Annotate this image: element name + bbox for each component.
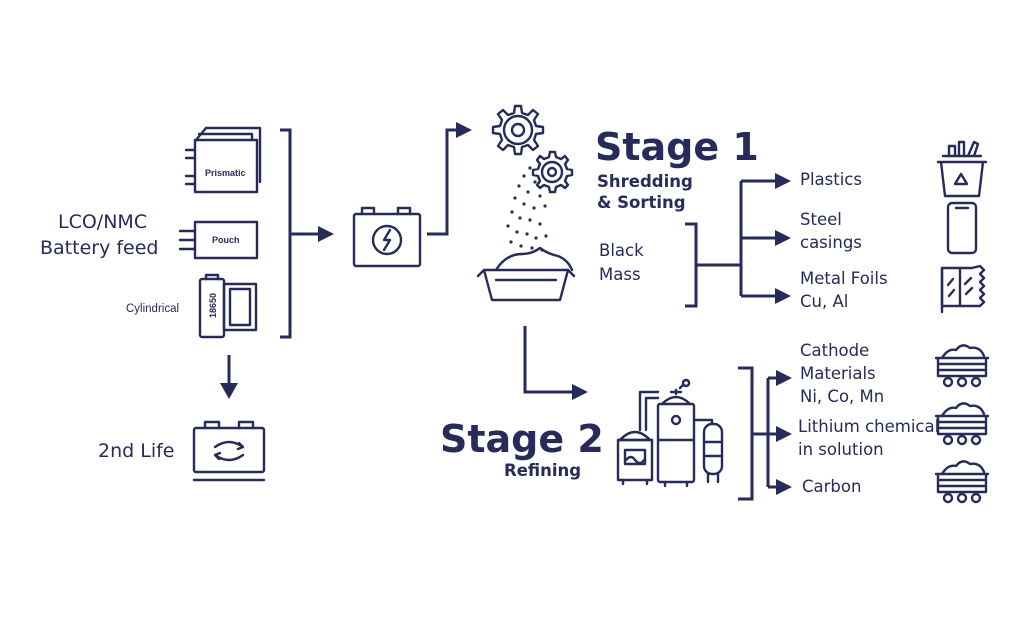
cylindrical-cell-icon: 18650 <box>198 273 258 339</box>
stage1-bracket <box>685 222 698 308</box>
carbon-label: Carbon <box>802 477 861 496</box>
cylindrical-code: 18650 <box>208 293 218 318</box>
mine-cart-icon <box>934 402 990 446</box>
second-life-battery-icon <box>192 420 266 482</box>
stage2-bracket <box>738 366 754 501</box>
steel-label-line2: casings <box>800 233 862 252</box>
stage1-branch-connector <box>696 179 776 298</box>
cathode-label-line2: Materials <box>800 364 876 383</box>
cathode-label-line1: Cathode <box>800 341 869 360</box>
second-life-arrowhead <box>220 383 238 399</box>
feed-label-line1: LCO/NMC <box>58 211 147 233</box>
stage1-to-stage2-arrowhead <box>572 384 588 400</box>
plastics-arrowhead <box>775 173 791 189</box>
stage1-to-stage2-connector <box>523 326 574 394</box>
cylindrical-label: Cylindrical <box>126 303 179 315</box>
steel-casing-icon <box>946 201 978 255</box>
prismatic-cell-icon: Prismatic <box>184 126 262 194</box>
second-life-label: 2nd Life <box>98 440 174 462</box>
foils-label-line1: Metal Foils <box>800 269 888 288</box>
foils-arrowhead <box>775 288 791 304</box>
module-to-stage1-connector <box>427 128 458 236</box>
stage2-title: Stage 2 <box>440 417 604 461</box>
steel-arrowhead <box>775 230 791 246</box>
lithium-label-line1: Lithium chemical <box>798 417 939 436</box>
feed-bracket <box>280 128 292 339</box>
shredded-particles <box>506 166 548 252</box>
recycling-bin-icon <box>936 140 988 198</box>
module-to-stage1-arrowhead <box>456 122 472 138</box>
lithium-arrowhead <box>776 426 792 442</box>
stage1-title: Stage 1 <box>595 125 759 169</box>
shredder-gears-icon <box>491 104 574 194</box>
feed-to-module-arrowhead <box>318 226 334 242</box>
refinery-plant-icon <box>616 378 724 488</box>
black-mass-tray-icon <box>476 246 576 302</box>
foils-label-line2: Cu, Al <box>800 292 848 311</box>
black-mass-label-line1: Black <box>599 241 644 260</box>
stage1-subtitle-line1: Shredding <box>597 172 693 191</box>
black-mass-label-line2: Mass <box>599 265 641 284</box>
carbon-arrowhead <box>776 479 792 495</box>
plastics-label: Plastics <box>800 170 862 189</box>
cathode-arrowhead <box>776 370 792 386</box>
cathode-label-line3: Ni, Co, Mn <box>800 387 884 406</box>
lithium-label-line2: in solution <box>798 440 884 459</box>
battery-module-icon <box>352 206 422 268</box>
stage2-branch-connector <box>752 376 777 489</box>
mine-cart-icon <box>934 460 990 504</box>
mine-cart-icon <box>934 344 990 388</box>
pouch-label: Pouch <box>212 235 240 245</box>
steel-label-line1: Steel <box>800 210 842 229</box>
prismatic-label: Prismatic <box>205 168 246 178</box>
pouch-cell-icon: Pouch <box>178 220 259 260</box>
feed-label-line2: Battery feed <box>40 237 159 259</box>
foil-roll-icon <box>940 264 986 314</box>
stage1-subtitle-line2: & Sorting <box>597 193 686 212</box>
stage2-subtitle: Refining <box>504 461 581 480</box>
